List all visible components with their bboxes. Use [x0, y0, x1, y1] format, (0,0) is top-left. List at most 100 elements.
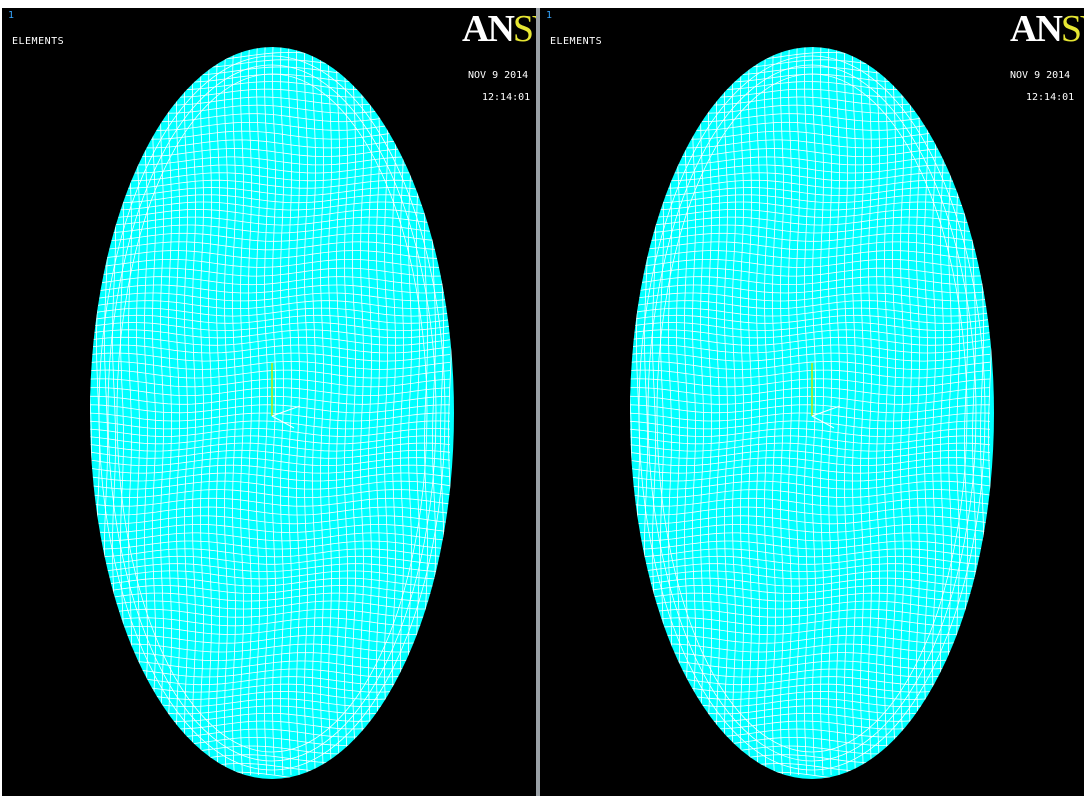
mesh-line-h — [90, 241, 450, 251]
mesh-line-h — [90, 480, 451, 490]
mesh-line-h — [90, 464, 451, 474]
mesh-line-h — [90, 442, 451, 452]
mesh-line-v — [924, 47, 928, 775]
mesh-line-v — [836, 47, 840, 776]
right-graphics-window[interactable]: 1 ELEMENTS ANSYS NOV 9 2014 12:14:01 — [540, 8, 1084, 796]
mesh-line-h — [90, 187, 451, 196]
mesh-line-h — [90, 395, 451, 405]
mesh-line-v — [296, 47, 300, 776]
mesh-line-h — [90, 412, 451, 422]
mesh-line-v — [740, 47, 744, 776]
mesh-line-h — [630, 314, 991, 324]
mesh-line-h — [630, 216, 991, 226]
mesh-line-h — [90, 387, 451, 397]
mesh-line-h — [90, 532, 451, 542]
mesh-line-h — [90, 585, 451, 594]
mesh-line-h — [630, 660, 991, 670]
mesh-line-h — [630, 194, 991, 204]
mesh-line-v — [780, 47, 784, 776]
mesh-line-h — [90, 435, 451, 445]
mesh-line-h — [630, 369, 991, 379]
mesh-line-v — [812, 47, 816, 776]
left-graphics-window[interactable]: 1 ELEMENTS ANSYS NOV 9 2014 12:14:01 — [2, 8, 536, 796]
mesh-line-h — [630, 524, 991, 533]
mesh-line-h — [630, 489, 991, 499]
plot-time: 12:14:01 — [482, 92, 531, 103]
mesh-line-h — [90, 336, 451, 346]
mesh-line-h — [630, 608, 991, 618]
mesh-line-v — [280, 47, 284, 776]
mesh-line-h — [630, 258, 991, 268]
mesh-line-h — [630, 464, 991, 474]
mesh-line-h — [90, 300, 451, 309]
mesh-ring — [638, 55, 986, 771]
mesh-line-h — [90, 322, 451, 331]
mesh-line-v — [168, 47, 172, 776]
mesh-line-v — [852, 47, 856, 776]
mesh-line-h — [90, 208, 451, 218]
mesh-line-h — [90, 428, 451, 437]
mesh-line-h — [630, 378, 991, 388]
mesh-line-h — [630, 449, 991, 459]
element-mesh-plot[interactable] — [540, 8, 1084, 796]
mesh-ring — [647, 64, 977, 762]
mesh-line-v — [304, 47, 308, 776]
mesh-line-h — [630, 241, 990, 251]
mesh-line-v — [200, 47, 204, 776]
coordinate-triad-icon — [811, 363, 841, 429]
mesh-line-h — [90, 156, 451, 166]
mesh-line-h — [90, 329, 451, 339]
mesh-line-v — [732, 47, 736, 776]
mesh-line-v — [716, 47, 720, 776]
mesh-line-h — [630, 329, 991, 339]
mesh-line-v — [240, 47, 244, 776]
mesh-line-h — [630, 232, 991, 242]
mesh-line-v — [208, 47, 212, 776]
plot-label: ELEMENTS — [550, 36, 603, 47]
mesh-line-v — [908, 47, 912, 775]
mesh-line-v — [828, 47, 832, 776]
mesh-line-v — [868, 47, 872, 776]
mesh-line-h — [630, 497, 991, 507]
mesh-line-h — [90, 577, 451, 587]
mesh-line-h — [630, 209, 991, 218]
mesh-line-v — [796, 47, 800, 776]
mesh-line-v — [764, 47, 768, 776]
mesh-line-v — [860, 47, 864, 776]
mesh-line-h — [90, 259, 451, 268]
plot-time: 12:14:01 — [1026, 92, 1075, 103]
mesh-line-h — [90, 404, 450, 414]
mesh-line-h — [90, 139, 451, 149]
mesh-line-h — [630, 201, 991, 211]
element-mesh-plot[interactable] — [2, 8, 536, 796]
mesh-line-v — [756, 47, 760, 776]
mesh-line-h — [630, 148, 991, 157]
mesh-line-v — [264, 47, 268, 776]
window-number: 1 — [546, 10, 553, 21]
mesh-line-h — [90, 194, 451, 204]
mesh-line-h — [630, 412, 991, 422]
mesh-line-h — [630, 292, 991, 302]
mesh-line-h — [630, 435, 991, 445]
mesh-line-v — [312, 47, 316, 776]
mesh-line-h — [90, 292, 451, 302]
mesh-line-h — [630, 472, 991, 482]
mesh-line-v — [392, 47, 396, 775]
mesh-line-v — [788, 47, 792, 776]
mesh-line-h — [90, 201, 451, 211]
mesh-line-v — [932, 47, 936, 775]
mesh-line-v — [152, 47, 156, 776]
mesh-line-h — [90, 449, 451, 459]
mesh-line-h — [90, 600, 451, 610]
mesh-line-h — [90, 352, 451, 362]
viewport-divider — [536, 8, 540, 796]
mesh-line-v — [400, 47, 404, 776]
mesh-line-v — [940, 47, 944, 776]
mesh-line-h — [630, 387, 991, 397]
mesh-line-h — [630, 540, 991, 550]
mesh-line-v — [368, 47, 372, 775]
mesh-line-h — [630, 480, 991, 490]
mesh-line-h — [90, 617, 451, 627]
mesh-ring — [116, 73, 428, 753]
mesh-line-h — [90, 420, 451, 430]
